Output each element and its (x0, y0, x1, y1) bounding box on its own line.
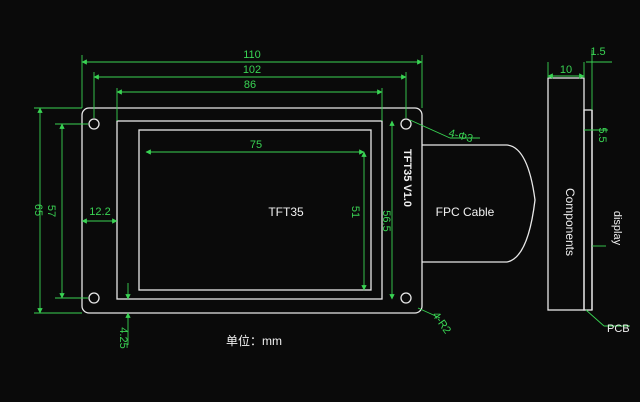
version-label: TFT35 V1.0 (401, 149, 413, 207)
mount-hole-top-left (88, 118, 100, 130)
components-label: Components (563, 188, 577, 256)
cable-label: FPC Cable (436, 205, 495, 219)
display-label: display (611, 211, 623, 246)
dim-display-thickness: 5.5 (596, 127, 608, 142)
radius-note: 4-R2 (430, 310, 454, 336)
unit-label: 单位：mm (226, 333, 282, 348)
radius-note-leader (417, 307, 441, 319)
dim-hole-spacing-width: 102 (243, 64, 261, 76)
mount-hole-top-right (400, 118, 412, 130)
dim-active-area-width: 75 (250, 139, 262, 151)
active-area-outline (138, 129, 372, 291)
dim-bottom-offset: 4.25 (117, 327, 129, 348)
dim-screen-window-height: 56.5 (380, 210, 392, 231)
pcb-label: PCB (607, 323, 630, 335)
fpc-cable-outline (422, 144, 536, 263)
screen-window-outline (116, 120, 383, 300)
pcb-leader (585, 309, 605, 327)
dim-active-area-height: 51 (349, 206, 361, 218)
dim-screen-window-width: 86 (244, 79, 256, 91)
dim-pcb-thickness: 1.5 (590, 46, 605, 58)
dim-left-offset: 12.2 (89, 206, 110, 218)
hole-note: 4-Φ3 (447, 127, 474, 145)
board-label: TFT35 (268, 205, 304, 219)
mount-hole-bottom-left (88, 292, 100, 304)
dim-side-thickness: 10 (560, 64, 572, 76)
hole-note-leader (409, 119, 451, 139)
dim-overall-width: 110 (243, 49, 261, 61)
dim-overall-height: 65 (32, 204, 44, 216)
dim-hole-spacing-height: 57 (45, 205, 57, 217)
mount-hole-bottom-right (400, 292, 412, 304)
side-view-display (583, 109, 593, 311)
board-outline (81, 107, 423, 314)
